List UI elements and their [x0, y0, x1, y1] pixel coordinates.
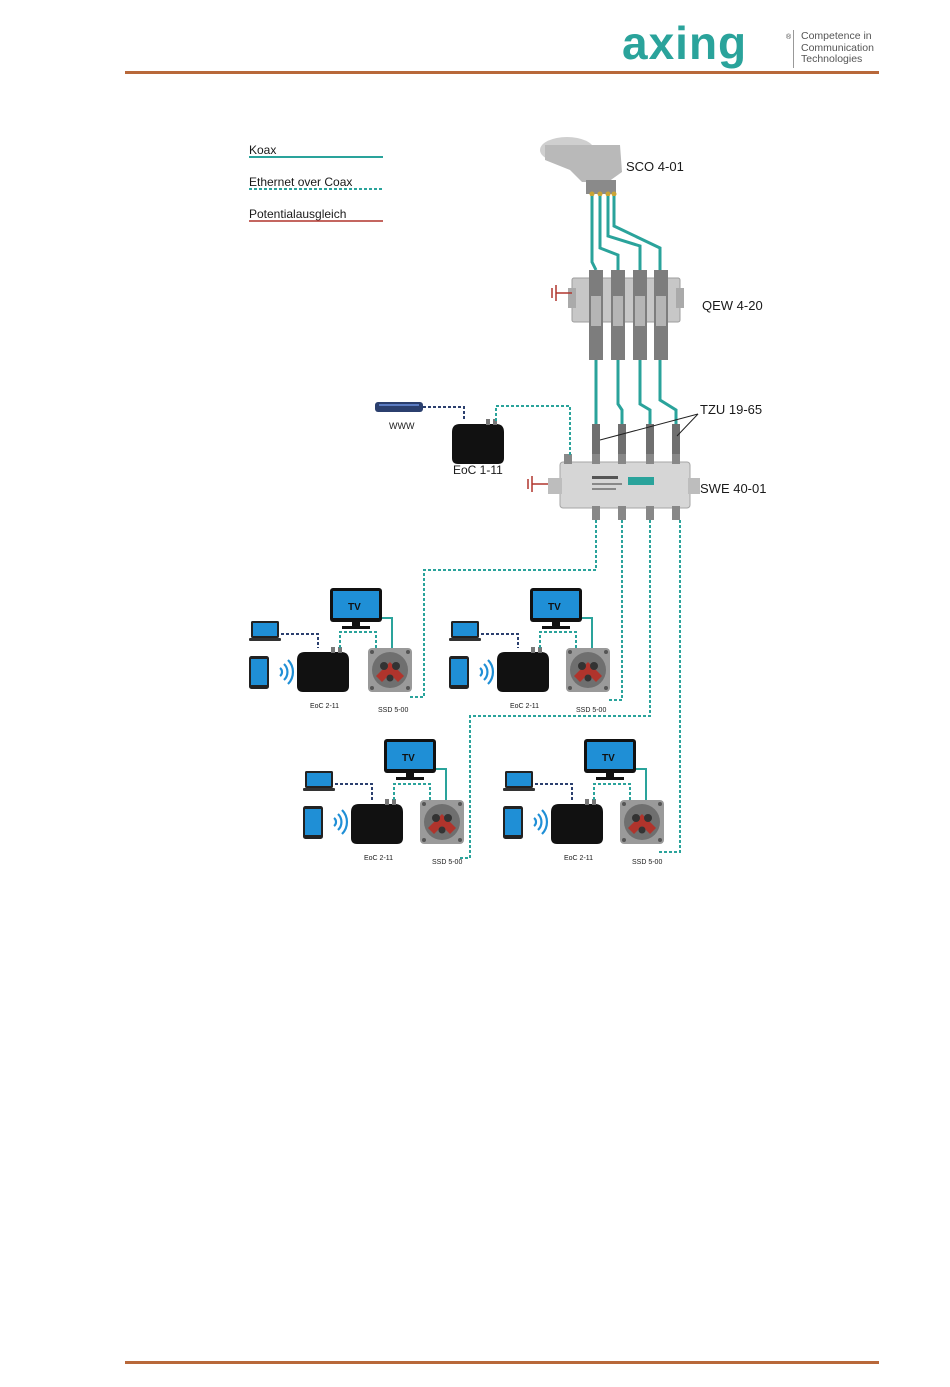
label-socket-3: SSD 5-00: [432, 859, 462, 866]
label-eoc-client-3: EoC 2-11: [364, 855, 393, 862]
laptop-3: [303, 771, 335, 791]
tv-4-label: TV: [602, 753, 615, 764]
grounding-block: [568, 270, 684, 360]
label-socket-2: SSD 5-00: [576, 707, 606, 714]
wifi-4: [534, 810, 547, 834]
legend-eoc-label: Ethernet over Coax: [249, 175, 352, 189]
legend-potential-label: Potentialausgleich: [249, 207, 346, 221]
multiswitch: [548, 454, 700, 520]
label-grounding-block: QEW 4-20: [702, 298, 763, 313]
phone-2: [449, 656, 469, 689]
unit-2: TV EoC 2-11 SSD 5-00: [449, 588, 610, 714]
unit-4: TV EoC 2-11 SSD 5-00: [503, 739, 664, 866]
label-eoc-master: EoC 1-11: [453, 463, 503, 477]
label-eoc-client-4: EoC 2-11: [564, 855, 593, 862]
eoc-client-4: [551, 799, 603, 844]
tv-2-label: TV: [548, 602, 561, 613]
label-eoc-client-1: EoC 2-11: [310, 703, 339, 710]
socket-2: [566, 648, 610, 692]
coax-lnb-to-qew: [592, 196, 660, 272]
label-terminator: TZU 19-65: [700, 402, 762, 417]
laptop-2: [449, 621, 481, 641]
label-lnb: SCO 4-01: [626, 159, 684, 174]
eoc-master-to-switch: [496, 406, 570, 456]
label-socket-1: SSD 5-00: [378, 707, 408, 714]
legend: Koax Ethernet over Coax Potentialausglei…: [249, 143, 383, 221]
ground-symbol-swe: [528, 476, 548, 492]
lnb-device: [540, 137, 622, 197]
phone-3: [303, 806, 323, 839]
laptop-4: [503, 771, 535, 791]
wifi-1: [280, 660, 293, 684]
label-router: WWW: [389, 421, 415, 431]
socket-1: [368, 648, 412, 692]
socket-4: [620, 800, 664, 844]
label-multiswitch: SWE 40-01: [700, 481, 766, 496]
socket-3: [420, 800, 464, 844]
lan-router-to-eoc: [423, 407, 464, 420]
wifi-2: [480, 660, 493, 684]
eoc-client-3: [351, 799, 403, 844]
tv-1-label: TV: [348, 602, 361, 613]
router: [375, 402, 423, 412]
phone-1: [249, 656, 269, 689]
eoc-client-1: [297, 647, 349, 692]
terminators: [592, 424, 680, 458]
eoc-master-device: [452, 419, 504, 464]
label-socket-4: SSD 5-00: [632, 859, 662, 866]
tv-3-label: TV: [402, 753, 415, 764]
label-eoc-client-2: EoC 2-11: [510, 703, 539, 710]
laptop-1: [249, 621, 281, 641]
eoc-client-2: [497, 647, 549, 692]
wifi-3: [334, 810, 347, 834]
coax-qew-to-tzu: [596, 360, 676, 424]
legend-koax-label: Koax: [249, 143, 276, 157]
unit-1: TV EoC 2-11 SSD 5-00: [249, 588, 412, 714]
phone-4: [503, 806, 523, 839]
unit-3: TV EoC 2-11 SSD 5-00: [303, 739, 464, 866]
